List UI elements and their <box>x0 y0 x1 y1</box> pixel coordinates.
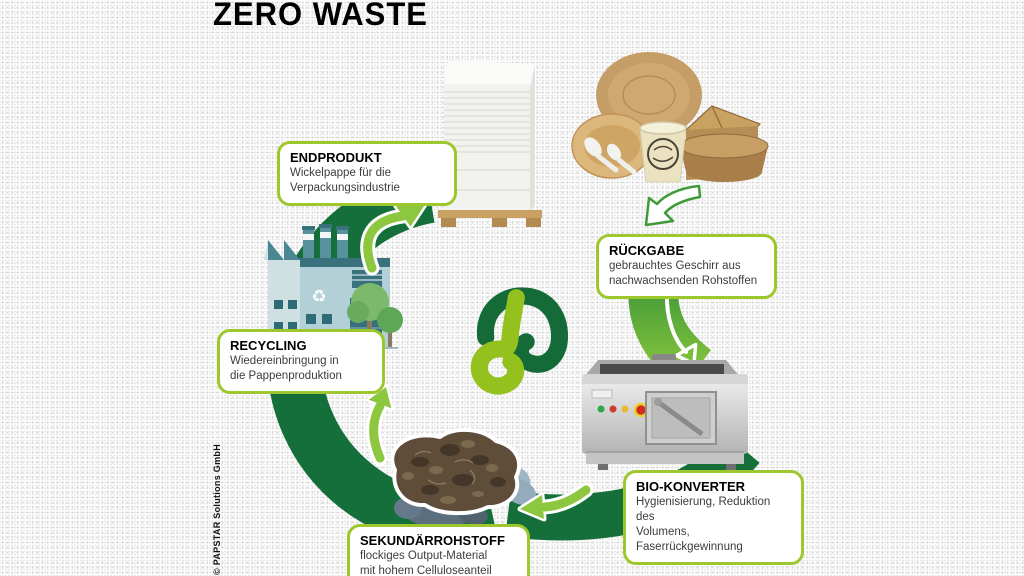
factory-illustration: ♻ <box>264 224 403 349</box>
sekundaer-to-recycling-arrow-icon <box>366 384 394 466</box>
stage-description: Wickelpappe für die Verpackungsindustrie <box>290 167 400 195</box>
tableware-image <box>571 52 769 183</box>
geschirr-return-arrow-icon <box>644 184 702 227</box>
stage-title: BIO-KONVERTER <box>636 479 746 494</box>
stage-description: flockiges Output-Material mit hohem Cell… <box>360 550 492 576</box>
stage-title: SEKUNDÄRROHSTOFF <box>360 533 505 548</box>
cardboard-pallet-image <box>438 60 542 227</box>
stage-box-sekundaerrohstoff: SEKUNDÄRROHSTOFF flockiges Output-Materi… <box>347 524 530 576</box>
recycle-symbol-icon: ♻ <box>311 287 326 306</box>
stage-box-endprodukt: ENDPRODUKT Wickelpappe für die Verpackun… <box>277 141 457 207</box>
stage-title: RÜCKGABE <box>609 243 685 258</box>
stage-description: Wiedereinbringung in die Pappenproduktio… <box>230 355 342 383</box>
compost-hands-image <box>390 427 537 527</box>
page-title: ZERO WASTE <box>213 0 428 33</box>
stage-description: gebrauchtes Geschirr aus nachwachsenden … <box>609 260 758 288</box>
stage-box-rueckgabe: RÜCKGABE gebrauchtes Geschirr aus nachwa… <box>596 234 777 300</box>
bio-converter-machine-image <box>582 354 748 470</box>
stage-title: ENDPRODUKT <box>290 150 382 165</box>
stage-title: RECYCLING <box>230 338 307 353</box>
stage-box-bio-konverter: BIO-KONVERTER Hygienisierung, Reduktion … <box>623 470 804 565</box>
stage-box-recycling: RECYCLING Wiedereinbringung in die Pappe… <box>217 329 385 395</box>
konverter-to-sekundaer-arrow-icon <box>517 482 594 522</box>
copyright-text: © PAPSTAR Solutions GmbH <box>212 444 222 575</box>
papstar-pure-logo <box>470 287 569 395</box>
stage-description: Hygienisierung, Reduktion des Volumens, … <box>636 496 771 554</box>
rueckgabe-feed-arrow-icon <box>664 291 698 366</box>
